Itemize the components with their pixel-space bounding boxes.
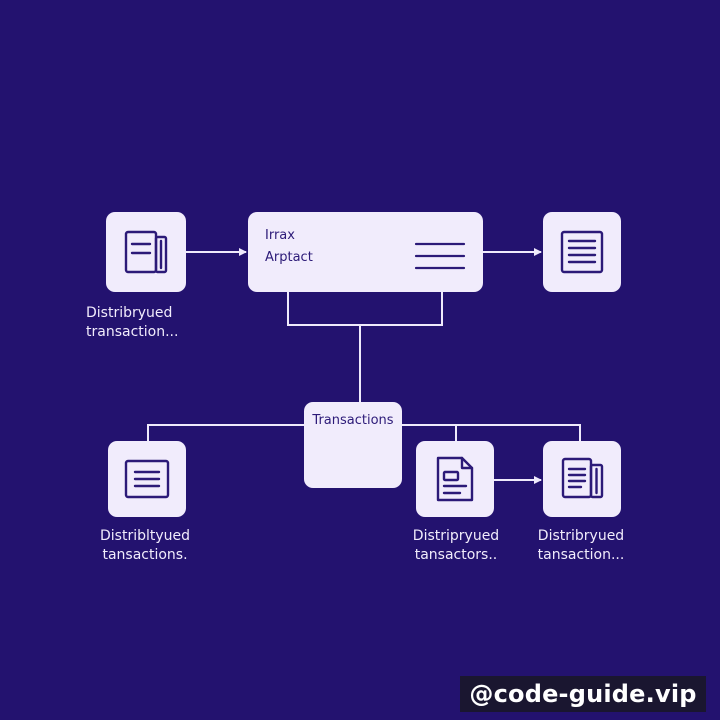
node-bottom-left-label: Distribltyued tansactions.	[84, 527, 206, 565]
watermark: @code-guide.vip	[460, 676, 706, 712]
node-bottom-middle-label-line2: tansactors..	[414, 547, 498, 563]
node-top-left-label-line1: Distribryued	[86, 305, 173, 321]
node-bottom-right-label-line1: Distribryued	[537, 528, 625, 544]
node-top-left-label-line2: transaction...	[86, 324, 179, 340]
node-transactions: Transactions	[304, 402, 402, 488]
node-top-right	[543, 212, 621, 292]
document-stack-icon	[124, 230, 168, 274]
node-bottom-right	[543, 441, 621, 517]
document-lines-icon	[124, 459, 170, 499]
document-folded-icon	[436, 456, 474, 502]
node-bottom-left-label-line2: tansactions.	[102, 547, 188, 563]
document-stack-icon	[561, 457, 604, 499]
node-top-center-title: Irrax	[265, 228, 295, 243]
node-bottom-left	[108, 441, 186, 517]
connector-branch-right	[402, 424, 581, 441]
node-transactions-label: Transactions	[312, 413, 394, 428]
node-bottom-middle-label-line1: Distripryued	[412, 528, 500, 544]
node-bottom-middle	[416, 441, 494, 517]
node-bottom-middle-label: Distripryued tansactors..	[400, 527, 512, 565]
node-bottom-right-label-line2: tansaction...	[537, 547, 625, 563]
node-top-left	[106, 212, 186, 292]
document-lines-icon	[560, 230, 604, 274]
connector-branch-left	[147, 424, 304, 441]
node-bottom-left-label-line1: Distribltyued	[99, 528, 191, 544]
node-bottom-right-label: Distribryued tansaction...	[524, 527, 638, 565]
node-top-center-subtitle: Arptact	[265, 250, 313, 265]
connector-center-bracket	[287, 292, 443, 326]
list-lines-icon	[414, 242, 466, 270]
node-top-left-label: Distribryued transaction...	[86, 304, 198, 342]
node-top-center: Irrax Arptact	[248, 212, 483, 292]
